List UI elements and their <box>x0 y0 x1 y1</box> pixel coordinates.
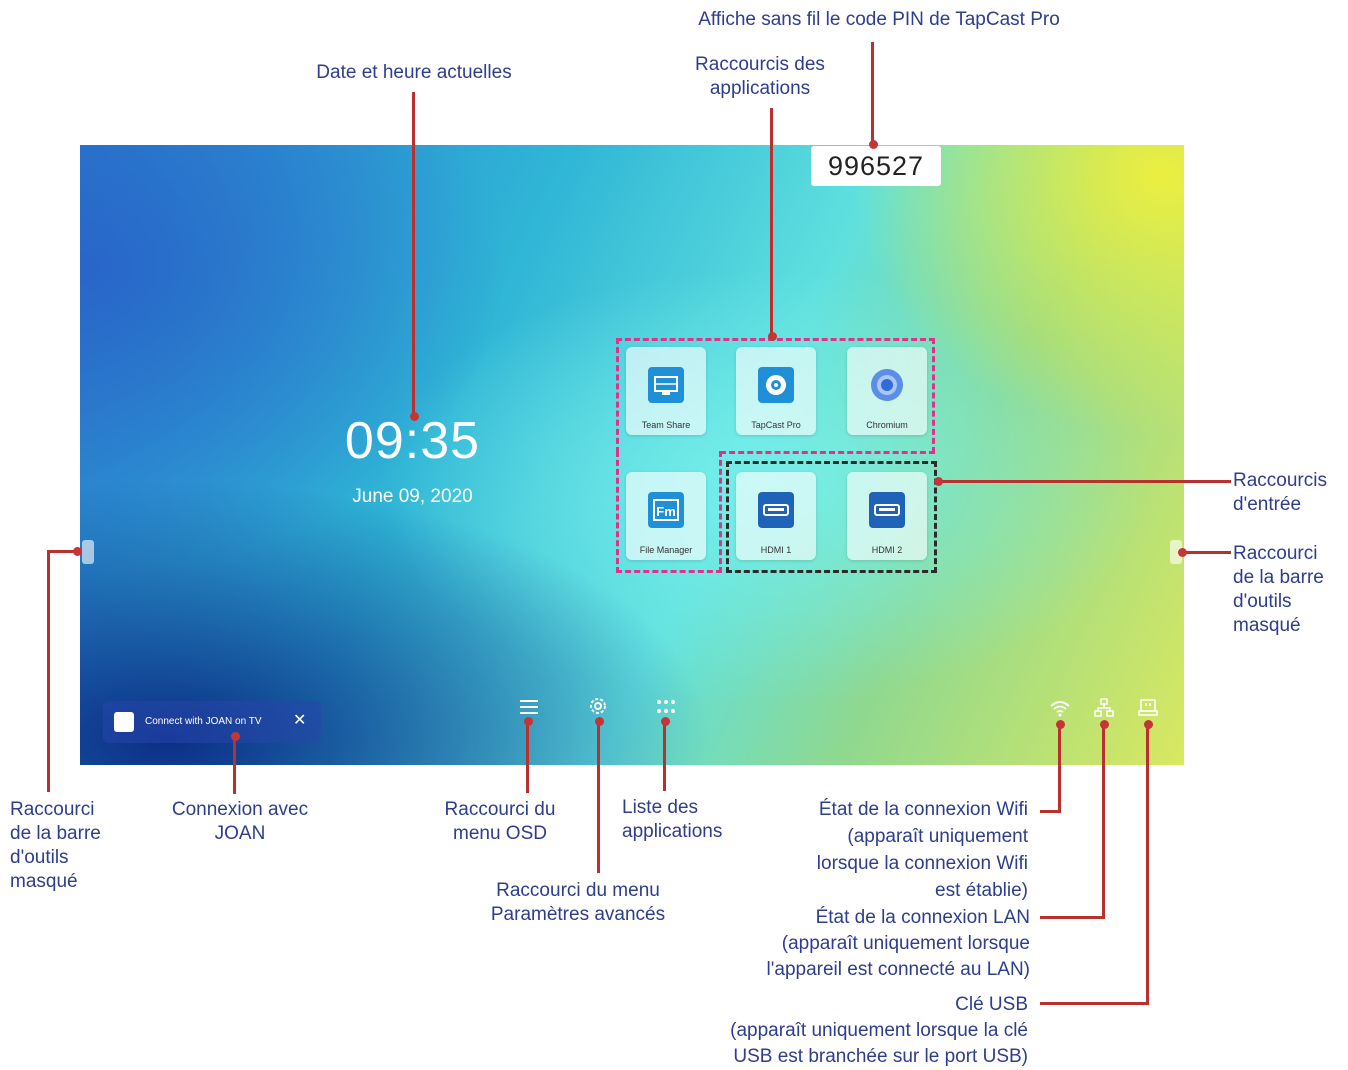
callout-wifi: État de la connexion Wifi (apparaît uniq… <box>816 799 1028 901</box>
callout-app-shortcuts: Raccourcis des applications <box>695 54 825 99</box>
callout-datetime: Date et heure actuelles <box>316 62 512 83</box>
app-tile-team-share[interactable]: Team Share <box>626 347 706 435</box>
file-manager-icon: Fm <box>648 492 684 528</box>
clock-time: 09:35 <box>344 412 481 470</box>
leader-dot-toolbar-right <box>1177 547 1187 557</box>
pin-code-display: 996527 <box>811 146 941 186</box>
joan-text: Connect with JOAN on TV <box>145 716 262 727</box>
app-tile-chromium[interactable]: Chromium <box>847 347 927 435</box>
leader-line-wifi-h <box>1040 810 1061 813</box>
leader-line-settings <box>597 721 600 873</box>
leader-line-usb-v <box>1146 724 1149 1005</box>
app-tile-file-manager[interactable]: Fm File Manager <box>626 472 706 560</box>
callout-input-shortcuts: Raccourcis d'entrée <box>1233 470 1327 515</box>
leader-line-toolbar-left-h <box>47 550 77 553</box>
callout-toolbar-right: Raccourci de la barre d'outils masqué <box>1233 543 1324 636</box>
leader-line-usb-h <box>1040 1002 1149 1005</box>
callout-lan: État de la connexion LAN (apparaît uniqu… <box>766 907 1030 980</box>
leader-dot-osd <box>523 716 533 726</box>
home-screen: 996527 09:35 June 09, 2020 Team Share Ta… <box>80 145 1184 765</box>
leader-dot-lan <box>1099 719 1109 729</box>
leader-line-toolbar-right <box>1182 551 1231 554</box>
app-label: TapCast Pro <box>751 420 801 430</box>
callout-joan: Connexion avec JOAN <box>171 799 309 844</box>
leader-line-osd <box>526 721 529 793</box>
callout-app-list: Liste des applications <box>622 797 723 842</box>
leader-dot-datetime <box>409 411 419 421</box>
wifi-icon <box>1049 699 1071 719</box>
joan-banner[interactable]: Connect with JOAN on TV ✕ <box>103 701 321 743</box>
leader-line-toolbar-left-v <box>47 550 50 792</box>
leader-line-app-shortcuts <box>770 108 773 336</box>
clock-date: June 09, 2020 <box>352 486 473 507</box>
app-grid-icon[interactable] <box>655 698 677 716</box>
app-label: Team Share <box>641 420 691 430</box>
toolbar-tab-left[interactable] <box>82 540 94 564</box>
toolbar-tab-right[interactable] <box>1170 540 1182 564</box>
leader-line-lan-v <box>1102 724 1105 919</box>
app-shortcuts-frame-top <box>616 338 935 453</box>
file-manager-glyph: Fm <box>656 504 676 519</box>
leader-line-input-shortcuts <box>938 480 1231 483</box>
leader-dot-joan <box>230 731 240 741</box>
leader-dot-app-list <box>660 716 670 726</box>
input-tile-hdmi-1[interactable]: HDMI 1 <box>736 472 816 560</box>
app-shortcuts-frame-bottom <box>616 451 722 573</box>
team-share-icon <box>648 367 684 403</box>
input-tile-hdmi-2[interactable]: HDMI 2 <box>847 472 927 560</box>
leader-line-pin <box>871 42 874 144</box>
app-label: File Manager <box>639 545 693 555</box>
input-shortcuts-frame <box>726 461 937 573</box>
input-label: HDMI 1 <box>760 545 792 555</box>
app-label: Chromium <box>866 420 908 430</box>
callout-osd-menu: Raccourci du menu OSD <box>444 799 556 844</box>
callout-usb: Clé USB (apparaît uniquement lorsque la … <box>730 994 1028 1067</box>
leader-dot-settings <box>594 716 604 726</box>
input-label: HDMI 2 <box>871 545 903 555</box>
leader-dot-pin <box>868 139 878 149</box>
leader-dot-wifi <box>1055 719 1065 729</box>
leader-line-app-list <box>663 721 666 791</box>
chromium-icon <box>869 367 905 403</box>
leader-line-lan-h <box>1040 916 1105 919</box>
callout-pin: Affiche sans fil le code PIN de TapCast … <box>698 9 1060 30</box>
leader-dot-app-shortcuts <box>767 331 777 341</box>
lan-icon <box>1093 697 1115 719</box>
app-tile-tapcast-pro[interactable]: TapCast Pro <box>736 347 816 435</box>
hdmi-icon <box>758 492 794 528</box>
leader-line-datetime <box>412 92 415 416</box>
leader-line-joan <box>233 736 236 794</box>
menu-icon[interactable] <box>518 697 540 717</box>
leader-dot-usb <box>1143 719 1153 729</box>
leader-dot-input-shortcuts <box>933 476 943 486</box>
callout-toolbar-left: Raccourci de la barre d'outils masqué <box>10 799 101 892</box>
close-icon[interactable]: ✕ <box>293 712 307 729</box>
app-shortcuts-frame-bridge <box>720 451 935 454</box>
callout-settings-menu: Raccourci du menu Paramètres avancés <box>490 880 666 925</box>
leader-dot-toolbar-left <box>72 546 82 556</box>
joan-logo-icon <box>114 712 134 732</box>
gear-icon[interactable] <box>587 695 609 717</box>
hdmi-icon <box>869 492 905 528</box>
usb-icon <box>1137 697 1159 719</box>
leader-line-wifi-v <box>1058 724 1061 813</box>
tapcast-icon <box>758 367 794 403</box>
